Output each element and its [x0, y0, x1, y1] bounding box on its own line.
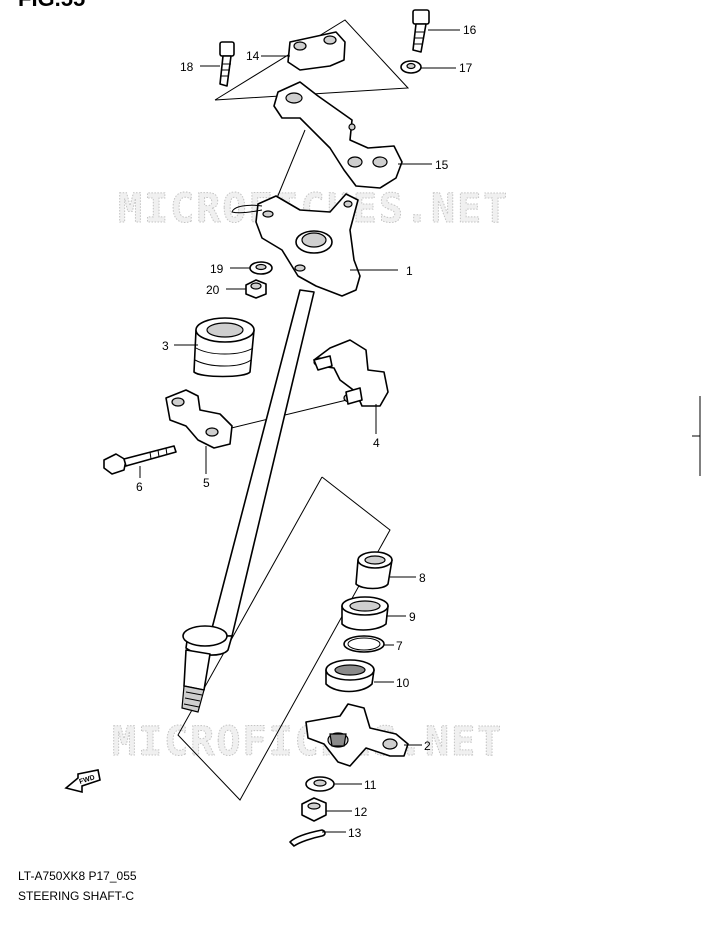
callout-10: 10	[396, 676, 410, 690]
callout-20: 20	[206, 283, 220, 297]
callout-9: 9	[409, 610, 416, 624]
part-18-bolt	[219, 41, 235, 87]
callout-17: 17	[459, 61, 473, 75]
watermark-upper: MICROFICHES.NET	[118, 186, 509, 232]
callout-8: 8	[419, 571, 426, 585]
callout-6: 6	[136, 480, 143, 494]
callout-12: 12	[354, 805, 368, 819]
model-code: LT-A750XK8 P17_055	[18, 869, 137, 883]
part-1-steering-bracket	[231, 193, 361, 297]
leader-lines	[139, 29, 460, 833]
callout-5: 5	[203, 476, 210, 490]
figure-header: FIG.55	[18, 0, 85, 11]
part-14-upper-clamp	[287, 31, 346, 71]
part-3-bushing	[193, 317, 255, 378]
callout-1: 1	[406, 264, 413, 278]
figure-title: STEERING SHAFT-C	[18, 889, 135, 903]
fwd-arrow: FWD	[64, 769, 101, 794]
part-16-bolt	[412, 9, 430, 53]
part-7-o-ring	[343, 635, 385, 653]
callout-11: 11	[364, 778, 377, 792]
callouts: 1 2 3 4 5 6 7 8 9 10 11 12 13 14 15 16 1…	[136, 23, 477, 840]
part-9-seal	[341, 596, 389, 631]
part-12-nut	[301, 797, 327, 822]
fwd-label: FWD	[78, 774, 95, 786]
part-20-nut	[245, 279, 267, 299]
steering-shaft	[181, 289, 315, 713]
callout-14: 14	[246, 49, 260, 63]
part-15-upper-bracket	[273, 81, 403, 189]
part-11-washer	[305, 776, 335, 792]
part-17-washer	[400, 60, 422, 74]
part-8-bushing	[355, 551, 393, 590]
part-6-long-bolt	[103, 445, 177, 475]
part-5-clamp	[165, 389, 233, 449]
part-19-washer	[249, 261, 273, 275]
callout-3: 3	[162, 339, 169, 353]
part-4-holder	[313, 339, 389, 407]
callout-7: 7	[396, 639, 403, 653]
part-13-cotter-pin	[289, 829, 326, 847]
callout-19: 19	[210, 262, 224, 276]
assembly-lines	[177, 19, 410, 801]
callout-15: 15	[435, 158, 449, 172]
part-2-lower-arm	[305, 703, 409, 767]
callout-18: 18	[180, 60, 194, 74]
part-10-seal	[325, 659, 375, 693]
callout-13: 13	[348, 826, 362, 840]
callout-16: 16	[463, 23, 477, 37]
callout-2: 2	[424, 739, 431, 753]
callout-4: 4	[373, 436, 380, 450]
